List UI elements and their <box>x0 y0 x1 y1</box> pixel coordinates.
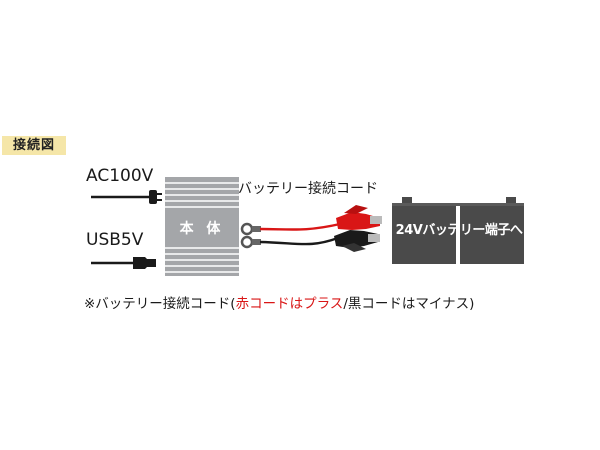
cord-label: バッテリー接続コード <box>238 181 378 197</box>
black-clip-icon <box>334 230 380 252</box>
ac-input-label: AC100V <box>86 166 154 186</box>
ring-terminal-icon <box>240 222 261 249</box>
battery-icon <box>392 197 524 264</box>
battery-label: 24Vバッテリー端子へ <box>395 223 523 238</box>
usb-plug-icon <box>91 257 156 269</box>
unit-label: 本 体 <box>179 221 225 237</box>
red-cable <box>259 222 341 231</box>
red-clip-icon <box>336 205 382 230</box>
title-badge: 接続図 <box>2 136 66 155</box>
usb-input-label: USB5V <box>86 230 144 250</box>
main-unit <box>165 177 239 276</box>
note-red-part: 赤コードはプラス <box>235 296 344 312</box>
note-prefix: ※バッテリー接続コード( <box>84 296 236 312</box>
ac-plug-icon <box>91 190 162 204</box>
black-cable <box>259 236 339 246</box>
note-suffix: /黒コードはマイナス) <box>343 296 475 312</box>
cord-note: ※バッテリー接続コード(赤コードはプラス/黒コードはマイナス) <box>84 292 474 312</box>
